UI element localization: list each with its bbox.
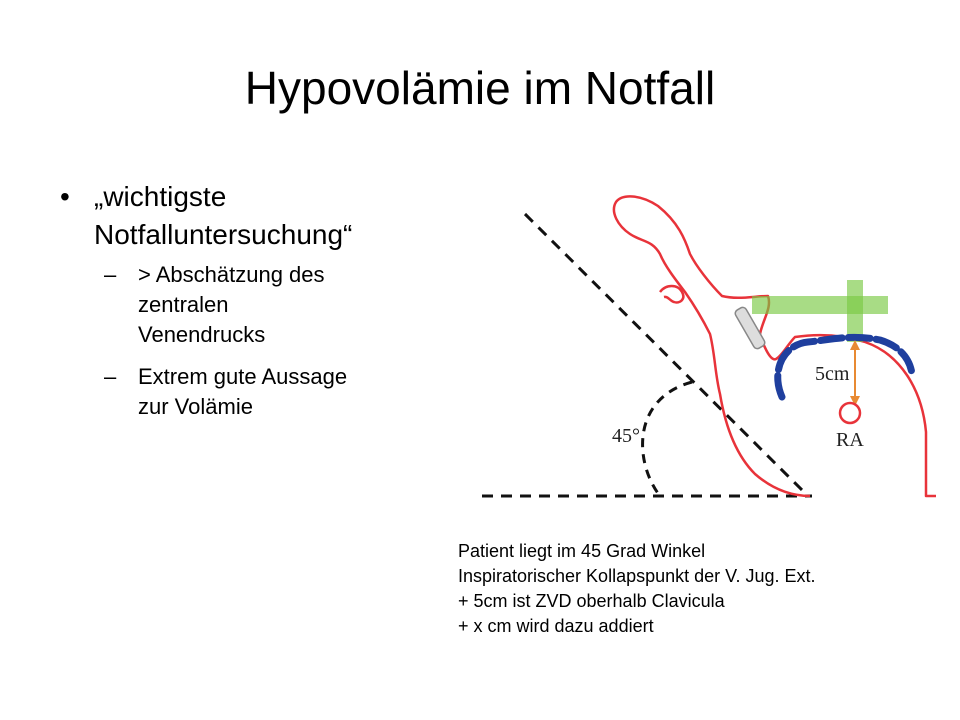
subbullet-volemia: – Extrem gute Aussage zur Volämie <box>50 362 470 422</box>
patient-body-outline <box>612 195 936 498</box>
subbullet-line: > Abschätzung des <box>138 262 325 287</box>
caption-line: Inspiratorischer Kollapspunkt der V. Jug… <box>458 566 816 586</box>
subbullet-line: zur Volämie <box>138 394 253 419</box>
dash-icon: – <box>104 262 117 287</box>
trachea-shape <box>734 306 766 350</box>
bullet-dot-icon: • <box>60 181 70 212</box>
caption-line: + 5cm ist ZVD oberhalb Clavicula <box>458 591 725 611</box>
caption-line: Patient liegt im 45 Grad Winkel <box>458 541 706 561</box>
diagram-svg: 45° 5cm RA <box>482 195 936 498</box>
right-atrium-circle <box>838 401 862 425</box>
ear-outline <box>659 284 685 304</box>
dash-icon: – <box>104 364 117 389</box>
incline-dashed-line <box>523 212 810 498</box>
bullet-main: • „wichtigste Notfalluntersuchung“ <box>50 178 470 254</box>
vertical-marker-bar <box>847 280 863 342</box>
vein-line <box>774 333 916 401</box>
atrium-label: RA <box>836 429 864 451</box>
bullet-main-line2: Notfalluntersuchung“ <box>94 219 353 250</box>
subbullet-line: Venendrucks <box>138 322 266 347</box>
arrow-head-bottom <box>850 396 860 406</box>
caption-line: + x cm wird dazu addiert <box>458 616 654 636</box>
patient-position-diagram: 45° 5cm RA <box>470 184 940 514</box>
slide-title: Hypovolämie im Notfall <box>244 62 716 114</box>
arrow-head-top <box>850 340 860 350</box>
subbullet-line: Extrem gute Aussage <box>138 364 348 389</box>
bullet-main-line1: „wichtigste <box>94 181 227 212</box>
horizontal-marker-bar <box>752 296 888 314</box>
distance-label: 5cm <box>815 363 850 385</box>
angle-label: 45° <box>612 425 640 447</box>
figure-caption: Patient liegt im 45 Grad Winkel Inspirat… <box>458 539 948 639</box>
subbullet-line: zentralen <box>138 292 229 317</box>
subbullet-cvp-estimate: – > Abschätzung des zentralen Venendruck… <box>50 260 470 350</box>
bullet-list: • „wichtigste Notfalluntersuchung“ – > A… <box>50 178 470 422</box>
angle-arc <box>641 380 693 497</box>
